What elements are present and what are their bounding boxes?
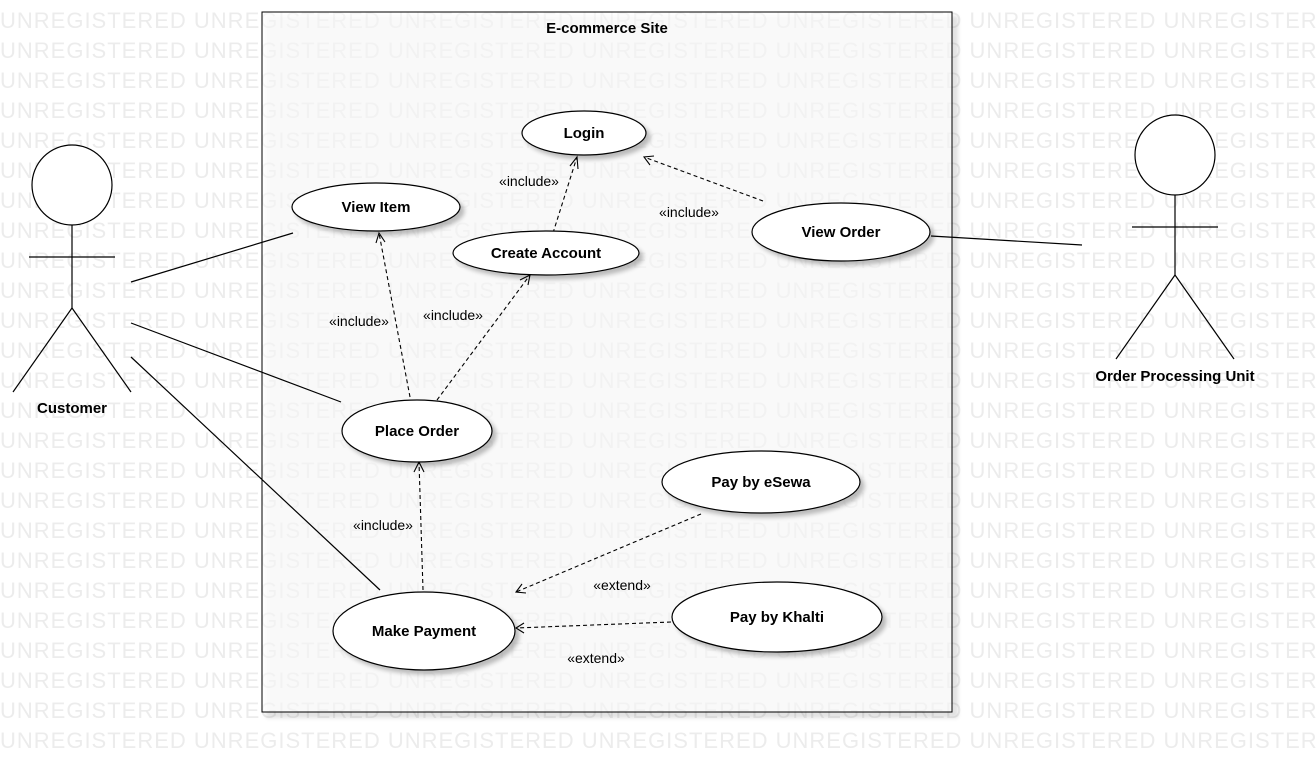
use-case-create-account[interactable] [452, 230, 640, 276]
actor-head [31, 144, 113, 226]
actor-customer[interactable] [12, 144, 132, 393]
association-customer-view-item[interactable] [130, 232, 294, 283]
actor-customer-label: Customer [37, 400, 107, 417]
actor-order-processing-unit[interactable] [1115, 114, 1235, 360]
use-case-create-account-label: Create Account [491, 245, 601, 262]
actor-left-leg [1115, 274, 1176, 360]
association-customer-place-order[interactable] [130, 322, 342, 403]
label-include-place-order-create-account: «include» [423, 307, 483, 323]
actor-right-leg [1174, 274, 1235, 360]
include-create-account-login[interactable] [552, 155, 579, 234]
actor-left-leg [12, 307, 73, 393]
extend-khalti-make-payment[interactable] [514, 621, 672, 634]
actor-right-leg [71, 307, 132, 393]
label-extend-khalti-make-payment: «extend» [567, 650, 625, 666]
use-case-view-item-label: View Item [342, 199, 411, 216]
use-case-view-order[interactable] [751, 202, 931, 262]
extend-esewa-make-payment[interactable] [514, 513, 702, 594]
use-case-login[interactable] [521, 110, 647, 156]
use-case-pay-by-esewa[interactable] [661, 450, 861, 514]
association-view-order-order-processing-unit[interactable] [930, 235, 1083, 246]
label-include-create-account-login: «include» [499, 173, 559, 189]
actor-head [1134, 114, 1216, 196]
label-include-make-payment-place-order: «include» [353, 517, 413, 533]
label-extend-esewa-make-payment: «extend» [593, 577, 651, 593]
use-case-view-item[interactable] [291, 182, 461, 232]
label-include-view-order-login: «include» [659, 204, 719, 220]
association-customer-make-payment[interactable] [130, 356, 381, 591]
use-case-view-order-label: View Order [802, 224, 881, 241]
use-case-pay-by-esewa-label: Pay by eSewa [711, 474, 811, 491]
include-view-order-login[interactable] [642, 155, 764, 202]
use-case-login-label: Login [564, 125, 605, 142]
system-title: E-commerce Site [546, 20, 668, 37]
actor-order-processing-unit-label: Order Processing Unit [1095, 368, 1254, 385]
use-case-make-payment-label: Make Payment [372, 623, 476, 640]
use-case-make-payment[interactable] [332, 591, 516, 671]
use-case-place-order-label: Place Order [375, 423, 459, 440]
include-place-order-view-item[interactable] [375, 231, 411, 398]
label-include-place-order-view-item: «include» [329, 313, 389, 329]
use-case-place-order[interactable] [341, 399, 493, 463]
use-case-pay-by-khalti[interactable] [671, 581, 883, 653]
use-case-pay-by-khalti-label: Pay by Khalti [730, 609, 824, 626]
